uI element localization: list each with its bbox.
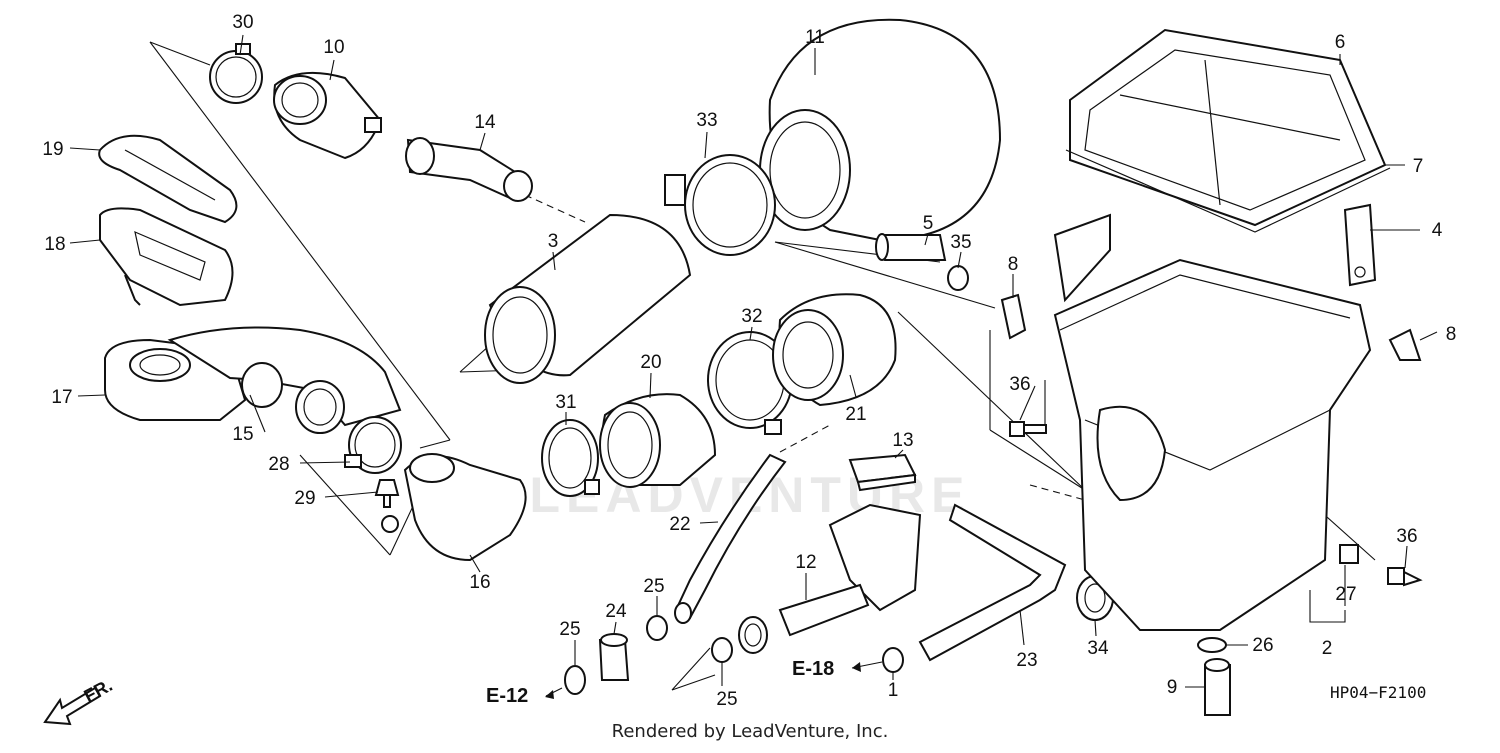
callout-labels: 30 10 14 19 18 17 15 28 29 16 3 11 33 5 … [42, 12, 1456, 710]
callout-28: 28 [268, 454, 289, 475]
part-23-hose[interactable] [918, 503, 1067, 662]
diagram-code: HP04−F2100 [1330, 683, 1426, 702]
part-12-drain-assembly[interactable] [738, 503, 922, 654]
part-16-outlet-duct[interactable] [381, 453, 527, 562]
callout-17: 17 [51, 387, 72, 408]
reference-e18[interactable]: E-18 [792, 658, 883, 680]
callout-15: 15 [232, 424, 253, 445]
callout-5: 5 [923, 213, 934, 234]
part-36-bolt-right[interactable] [1387, 567, 1423, 587]
part-25-clip-b[interactable] [646, 615, 668, 641]
callout-31: 31 [555, 392, 576, 413]
callout-6: 6 [1335, 32, 1346, 53]
callout-14: 14 [474, 112, 496, 133]
callout-27: 27 [1335, 584, 1356, 605]
callout-34: 34 [1087, 638, 1109, 659]
callout-22: 22 [669, 514, 690, 535]
callout-25-c: 25 [716, 689, 737, 710]
callout-9: 9 [1167, 677, 1178, 698]
part-33-band-clamp[interactable] [664, 154, 776, 256]
callout-21: 21 [845, 404, 866, 425]
part-1-clip[interactable] [882, 647, 904, 673]
front-direction-indicator: FR. [43, 675, 116, 726]
part-21-filter-joint[interactable] [772, 293, 897, 407]
assembly-group-lines [149, 41, 1376, 691]
callout-29: 29 [294, 488, 315, 509]
callout-16: 16 [469, 572, 490, 593]
callout-8-left: 8 [1008, 254, 1019, 275]
part-19-duct-cover[interactable] [98, 134, 238, 224]
part-31-band-clamp[interactable] [541, 419, 600, 497]
callout-11: 11 [805, 27, 825, 48]
reference-e12[interactable]: E-12 [486, 685, 563, 707]
part-7-cover-seal[interactable] [1065, 149, 1391, 233]
part-8-clip-left[interactable] [1000, 293, 1027, 340]
callout-33: 33 [696, 110, 717, 131]
callout-32: 32 [741, 306, 762, 327]
part-36-bolt-left[interactable] [1009, 421, 1047, 437]
callout-12: 12 [795, 552, 816, 573]
part-29-trim-clip[interactable] [374, 479, 400, 508]
callout-23: 23 [1016, 650, 1037, 671]
part-22-drain-hose[interactable] [674, 453, 787, 624]
callout-30: 30 [232, 12, 253, 33]
part-8-clip-right[interactable] [1388, 328, 1422, 361]
callout-35: 35 [950, 232, 971, 253]
callout-7: 7 [1413, 156, 1424, 177]
part-11-foam-filter[interactable] [759, 18, 1002, 242]
part-14-breather-tube[interactable] [405, 137, 533, 202]
callout-4: 4 [1432, 220, 1443, 241]
part-25-clip-a[interactable] [564, 665, 586, 695]
part-25-clip-c[interactable] [711, 637, 733, 663]
callout-20: 20 [640, 352, 661, 373]
callout-13: 13 [892, 430, 913, 451]
part-6-case-cover[interactable] [1069, 28, 1387, 227]
callout-36-right: 36 [1396, 526, 1417, 547]
part-5-drain-tube[interactable] [875, 233, 947, 261]
part-32-band-clamp[interactable] [707, 331, 793, 435]
part-4-clip-bracket[interactable] [1343, 203, 1377, 287]
front-arrow-icon [43, 686, 102, 726]
part-15-intake-duct[interactable] [167, 326, 402, 434]
callout-25-b: 25 [643, 576, 664, 597]
callout-1: 1 [888, 680, 899, 701]
callout-19: 19 [42, 139, 63, 160]
footer-credit: Rendered by LeadVenture, Inc. [612, 721, 889, 742]
callout-36-left: 36 [1009, 374, 1030, 395]
leader-lines [69, 34, 1438, 688]
callout-8-right: 8 [1446, 324, 1457, 345]
part-27-nut[interactable] [1339, 544, 1359, 564]
part-2-air-cleaner-case[interactable] [1053, 213, 1372, 631]
callout-10: 10 [323, 37, 344, 58]
reference-e12-label: E-12 [486, 685, 528, 707]
part-13-sponge[interactable] [848, 453, 917, 492]
callout-2: 2 [1322, 638, 1333, 659]
callout-26: 26 [1252, 635, 1273, 656]
part-28-band-clamp[interactable] [344, 416, 402, 474]
callout-18: 18 [44, 234, 65, 255]
callout-3: 3 [548, 231, 559, 252]
part-18-inlet-housing[interactable] [99, 207, 234, 307]
part-3-filter-element[interactable] [484, 213, 692, 384]
part-20-intake-joint[interactable] [599, 393, 717, 488]
part-24-tube[interactable] [598, 633, 630, 681]
part-10-carburetor-joint[interactable] [273, 71, 382, 160]
callout-25-a: 25 [559, 619, 580, 640]
part-26-clip[interactable] [1197, 637, 1227, 653]
part-30-band-clamp[interactable] [209, 43, 263, 104]
part-9-plug[interactable] [1204, 658, 1231, 716]
part-35-clip[interactable] [947, 265, 969, 291]
callout-24: 24 [605, 601, 627, 622]
reference-e18-label: E-18 [792, 658, 834, 680]
